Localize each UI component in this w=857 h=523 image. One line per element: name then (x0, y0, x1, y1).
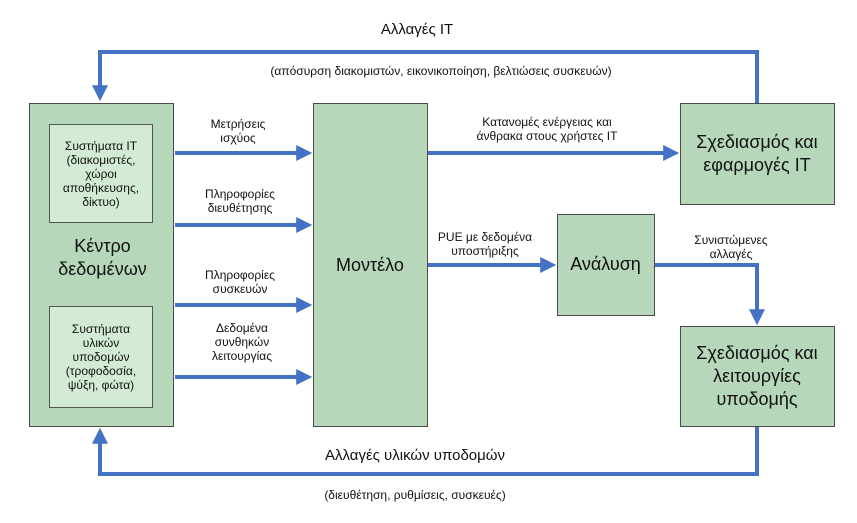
recommended-changes-arrow (655, 263, 765, 326)
device-info-label: Πληροφορίες συσκευών (205, 268, 275, 296)
infra-changes-label: Αλλαγές υλικών υποδομών (325, 447, 505, 464)
energy-allocation-label: Κατανομές ενέργειας και άνθρακα στους χρ… (476, 115, 618, 143)
it-planning-label: Σχεδιασμός και εφαρμογές IT (696, 131, 818, 175)
it-systems-box: Συστήματα IT (διακομιστές, χώροι αποθήκε… (49, 124, 153, 223)
model-box: Μοντέλο (313, 103, 428, 427)
datacenter-label: Κέντρο δεδομένων (58, 236, 147, 279)
it-changes-arrow (92, 50, 759, 103)
model-label: Μοντέλο (336, 254, 404, 275)
operating-data-label: Δεδομένα συνθηκών λειτουργίας (211, 321, 273, 363)
pue-data-label: PUE με δεδομένα υποστήριξης (437, 230, 533, 258)
analysis-label: Ανάλυση (570, 254, 641, 274)
analysis-box: Ανάλυση (557, 214, 655, 316)
infra-planning-box: Σχεδιασμός και λειτουργίες υποδομής (680, 326, 835, 427)
infra-planning-label: Σχεδιασμός και λειτουργίες υποδομής (696, 342, 818, 409)
it-changes-detail: (απόσυρση διακομιστών, εικονικοποίηση, β… (270, 64, 612, 78)
recommended-changes-label: Συνιστώμενες αλλαγές (694, 233, 768, 261)
it-changes-label: Αλλαγές IT (380, 21, 454, 38)
addressing-info-label: Πληροφορίες διευθέτησης (205, 187, 275, 215)
infra-changes-detail: (διευθέτηση, ρυθμίσεις, συσκευές) (324, 488, 506, 502)
infra-changes-arrow (92, 427, 759, 476)
power-measurements-label: Μετρήσεις ισχύος (210, 117, 266, 145)
infrastructure-systems-box: Συστήματα υλικών υποδομών (τροφοδοσία, ψ… (49, 306, 153, 408)
it-planning-box: Σχεδιασμός και εφαρμογές IT (680, 103, 835, 205)
